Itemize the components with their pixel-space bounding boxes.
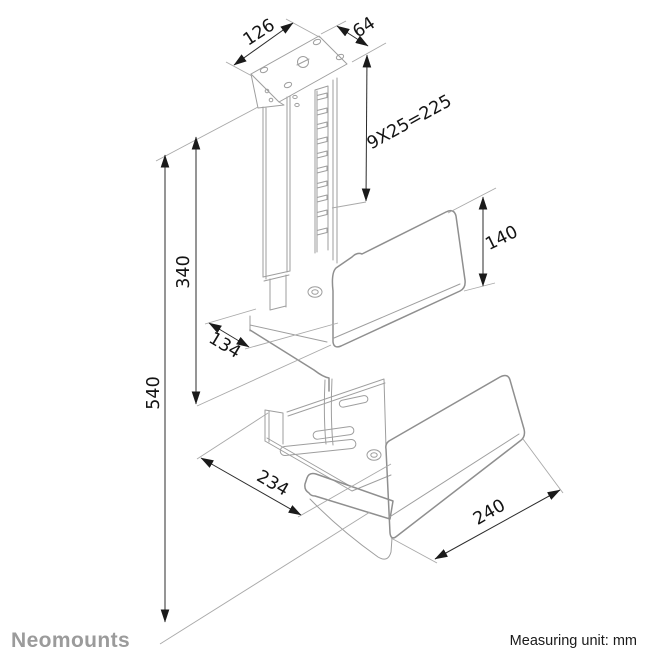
measuring-unit-label: Measuring unit: mm [509, 633, 637, 649]
dim-label-column-height: 340 [174, 255, 194, 288]
dim-label-lower-depth: 240 [470, 496, 509, 530]
dim-label-upper-depth: 134 [205, 329, 244, 363]
dim-label-plate-width: 126 [240, 15, 279, 50]
telescopic-column [262, 77, 338, 311]
dim-label-upper-height: 140 [482, 222, 521, 255]
upper-holder-bracket [249, 209, 466, 446]
ceiling-plate [250, 35, 348, 109]
dimension-annotations: 126 64 9X25=225 140 340 134 540 234 240 [144, 13, 564, 645]
dim-label-total-height: 540 [144, 376, 164, 409]
lower-holder-bracket [264, 374, 526, 560]
dim-label-lower-width: 234 [253, 467, 292, 501]
adjustment-slots [316, 92, 328, 236]
brand-logo: Neomounts [11, 629, 131, 652]
dim-label-slot-spacing: 9X25=225 [364, 91, 455, 154]
dim-label-plate-depth: 64 [349, 13, 379, 42]
